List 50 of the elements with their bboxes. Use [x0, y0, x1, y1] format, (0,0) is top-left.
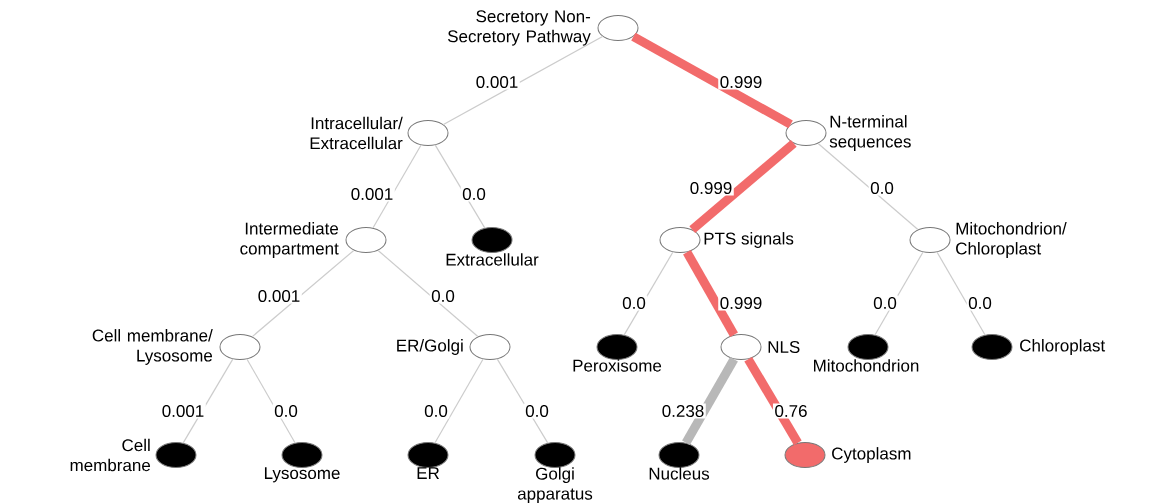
edge-label: 0.0 [460, 186, 488, 202]
edge-label: 0.76 [772, 403, 810, 419]
node-label: Intracellular/ Extracellular [310, 116, 403, 150]
edge-line [744, 356, 802, 446]
edge-line [377, 249, 479, 338]
node-label: Lysosome [265, 467, 340, 483]
node-label: Cell membrane/ Lysosome [92, 329, 213, 365]
edge-label: 0.0 [422, 403, 450, 419]
node-label: Extracellular [446, 253, 539, 266]
edge-label: 0.999 [718, 295, 764, 311]
edge-line [631, 32, 793, 129]
node-label: Intermediate compartment [240, 222, 339, 258]
edge-label: 0.999 [718, 74, 764, 90]
edge-label: 0.0 [871, 295, 899, 311]
node-label: ER [417, 467, 440, 479]
edge-line [683, 250, 738, 337]
edge-line [434, 144, 486, 229]
edge-label: 0.001 [349, 186, 395, 202]
edge-label: 0.001 [474, 74, 520, 90]
edge-label: 0.001 [160, 403, 206, 419]
edge-line [817, 142, 919, 231]
node-label: Secretory Non-Secretory Pathway [447, 10, 591, 46]
edge-label: 0.0 [523, 403, 551, 419]
edge-line [936, 251, 986, 336]
edge-line [251, 249, 355, 338]
edge-line [682, 356, 738, 446]
node-label: Chloroplast [1020, 339, 1106, 355]
edge-label: 0.0 [868, 180, 896, 196]
node-label: PTS signals [704, 232, 794, 248]
edge-line [442, 35, 604, 126]
node-label: Cytoplasm [832, 447, 911, 463]
edge-label: 0.238 [660, 403, 706, 419]
edge-line [372, 144, 422, 229]
edge-line [689, 140, 797, 234]
node-label: Cell membrane [70, 438, 151, 472]
node-label: Mitochondrion/ Chloroplast [956, 222, 1067, 258]
node-label: Golgi apparatus [517, 467, 593, 504]
edge-label: 0.0 [620, 295, 648, 311]
edge-label: 0.0 [966, 295, 994, 311]
node-label: Mitochondrion [814, 359, 919, 372]
node-label: N-terminal sequences [829, 115, 911, 151]
node-label: Peroxisome [573, 359, 662, 372]
edge-label: 0.0 [272, 403, 300, 419]
node-label: Nucleus [649, 467, 710, 480]
edge-label: 0.001 [256, 288, 302, 304]
edge-label: 0.999 [688, 180, 734, 196]
edge-label: 0.0 [429, 288, 457, 304]
node-label: ER/Golgi [397, 339, 463, 355]
node-label: NLS [768, 341, 800, 354]
edge-line [434, 358, 484, 444]
